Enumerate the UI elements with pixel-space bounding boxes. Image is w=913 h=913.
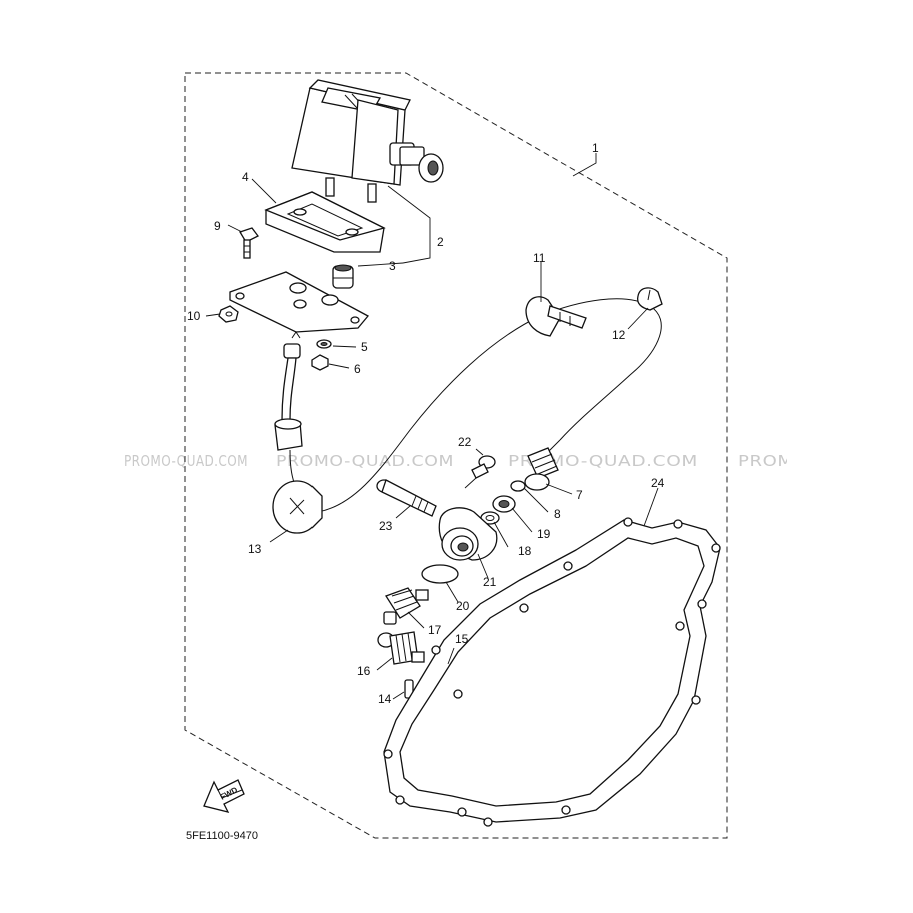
washer-18 [480, 511, 500, 525]
mounting-plate [229, 271, 370, 333]
grommet [332, 264, 354, 289]
callouts: 1 2 3 4 5 6 7 8 9 10 11 12 13 14 15 16 1… [187, 141, 665, 706]
callout-21: 21 [483, 575, 497, 589]
watermark-text-1: PROMO-QUAD.COM [124, 452, 248, 470]
callout-11: 11 [533, 251, 546, 265]
bolt-23 [376, 479, 437, 517]
o-ring-8 [510, 480, 526, 492]
meter-bracket [264, 191, 386, 253]
o-ring-20 [421, 564, 459, 584]
nut-10 [218, 305, 239, 323]
leader-lines [205, 153, 659, 700]
callout-6: 6 [354, 362, 361, 376]
bolt-9 [239, 227, 259, 259]
callout-18: 18 [518, 544, 532, 558]
gasket-inner [399, 537, 705, 807]
assembly-boundary [184, 72, 728, 839]
cable-13 [272, 331, 323, 534]
callout-4: 4 [242, 170, 249, 184]
callout-3: 3 [389, 259, 396, 273]
callout-23: 23 [379, 519, 393, 533]
cable-band-11 [525, 296, 587, 337]
speedometer-cable [317, 298, 662, 513]
washer-5-hole [320, 342, 328, 346]
callout-7: 7 [576, 488, 583, 502]
callout-19: 19 [537, 527, 551, 541]
nut-6 [311, 354, 329, 371]
speedometer-unit [291, 79, 444, 203]
callout-10: 10 [187, 309, 201, 323]
callout-1: 1 [592, 141, 599, 155]
callout-14: 14 [378, 692, 392, 706]
callout-24: 24 [651, 476, 665, 490]
watermark-clip-left [0, 440, 124, 480]
callout-9: 9 [214, 219, 221, 233]
cable-end-7 [524, 439, 561, 491]
callout-22: 22 [458, 435, 472, 449]
callout-15: 15 [455, 632, 469, 646]
fwd-arrow: FWD [203, 779, 245, 813]
callout-13: 13 [248, 542, 262, 556]
callout-20: 20 [456, 599, 470, 613]
callout-2: 2 [437, 235, 444, 249]
oil-seal-19 [492, 495, 516, 513]
watermark-text-2: PROMO-QUAD.COM [276, 452, 454, 470]
clamp-12 [636, 287, 663, 311]
callout-5: 5 [361, 340, 368, 354]
diagram-code: 5FE1100-9470 [186, 830, 258, 842]
callout-16: 16 [357, 664, 371, 678]
gear-housing-21 [438, 507, 498, 561]
callout-12: 12 [612, 328, 626, 342]
callout-17: 17 [428, 623, 442, 637]
callout-8: 8 [554, 507, 561, 521]
watermark-clip [787, 440, 913, 480]
drive-gear-17 [383, 587, 429, 625]
screw-22 [464, 455, 496, 489]
driven-gear-16 [377, 631, 425, 665]
gasket-24 [383, 517, 721, 827]
